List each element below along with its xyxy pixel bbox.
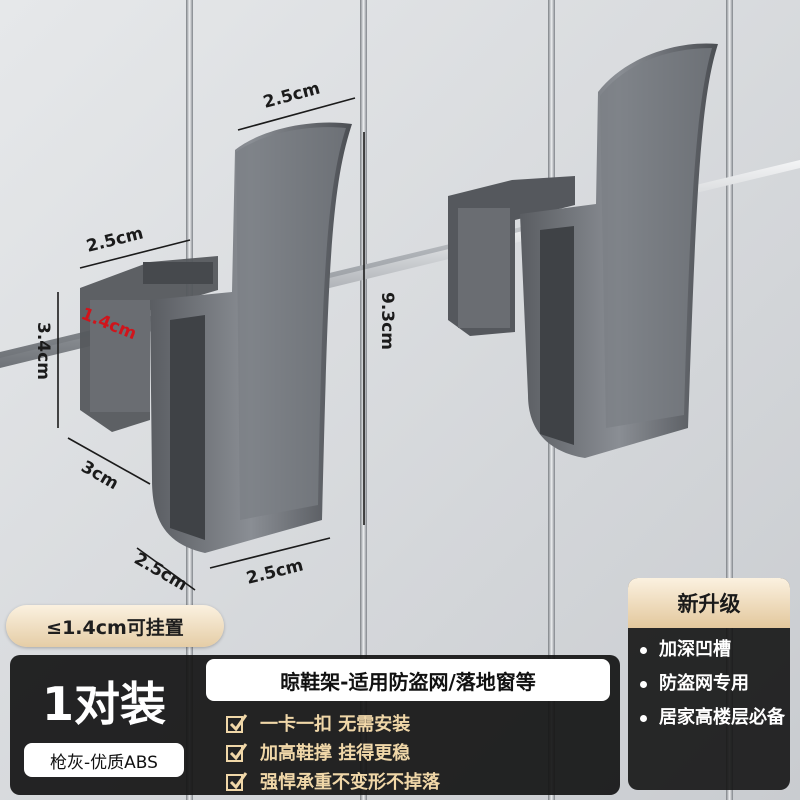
left-hook — [80, 122, 352, 553]
quantity-text: 1对装 — [41, 677, 166, 731]
feature-text: 强悍承重不变形不掉落 — [260, 771, 440, 793]
upgrade-item-text: 防盗网专用 — [659, 673, 749, 694]
upgrade-item-text: 加深凹槽 — [659, 639, 731, 660]
upgrade-item: 防盗网专用 — [640, 672, 788, 696]
bullet-dot-icon — [640, 647, 647, 654]
feature-text: 一卡一扣 无需安装 — [260, 713, 411, 735]
material-badge: 枪灰-优质ABS — [24, 743, 184, 777]
headline-bar: 晾鞋架-适用防盗网/落地窗等 — [206, 659, 610, 701]
feature-item: 一卡一扣 无需安装 — [226, 708, 606, 737]
feature-list: 一卡一扣 无需安装 加高鞋撑 挂得更稳 强悍承重不变形不掉落 — [226, 708, 606, 795]
hang-note-badge: ≤1.4cm可挂置 — [6, 605, 224, 647]
dim-clip-height: 3.4cm — [33, 322, 53, 380]
feature-item: 加高鞋撑 挂得更稳 — [226, 737, 606, 766]
upgrade-item: 加深凹槽 — [640, 638, 788, 662]
hang-note-text: ≤1.4cm可挂置 — [46, 616, 184, 639]
bullet-dot-icon — [640, 681, 647, 688]
upgrade-badge: 新升级 — [628, 578, 790, 628]
dim-total-height: 9.3cm — [377, 292, 397, 350]
vertical-rod — [726, 0, 733, 800]
checkbox-check-icon — [226, 742, 248, 762]
headline-text: 晾鞋架-适用防盗网/落地窗等 — [280, 669, 536, 694]
checkbox-check-icon — [226, 713, 248, 733]
dimension-lines — [57, 97, 365, 591]
feature-item: 强悍承重不变形不掉落 — [226, 766, 606, 795]
upgrade-list: 加深凹槽 防盗网专用 居家高楼层必备 — [640, 638, 788, 740]
upgrade-item-text: 居家高楼层必备 — [659, 707, 785, 728]
feature-text: 加高鞋撑 挂得更稳 — [260, 742, 411, 764]
upgrade-title: 新升级 — [677, 592, 741, 616]
upgrade-item: 居家高楼层必备 — [640, 706, 788, 730]
right-hook — [448, 43, 718, 458]
quantity-badge: 1对装 — [18, 662, 190, 740]
material-text: 枪灰-优质ABS — [50, 752, 158, 773]
bullet-dot-icon — [640, 715, 647, 722]
checkbox-check-icon — [226, 771, 248, 791]
